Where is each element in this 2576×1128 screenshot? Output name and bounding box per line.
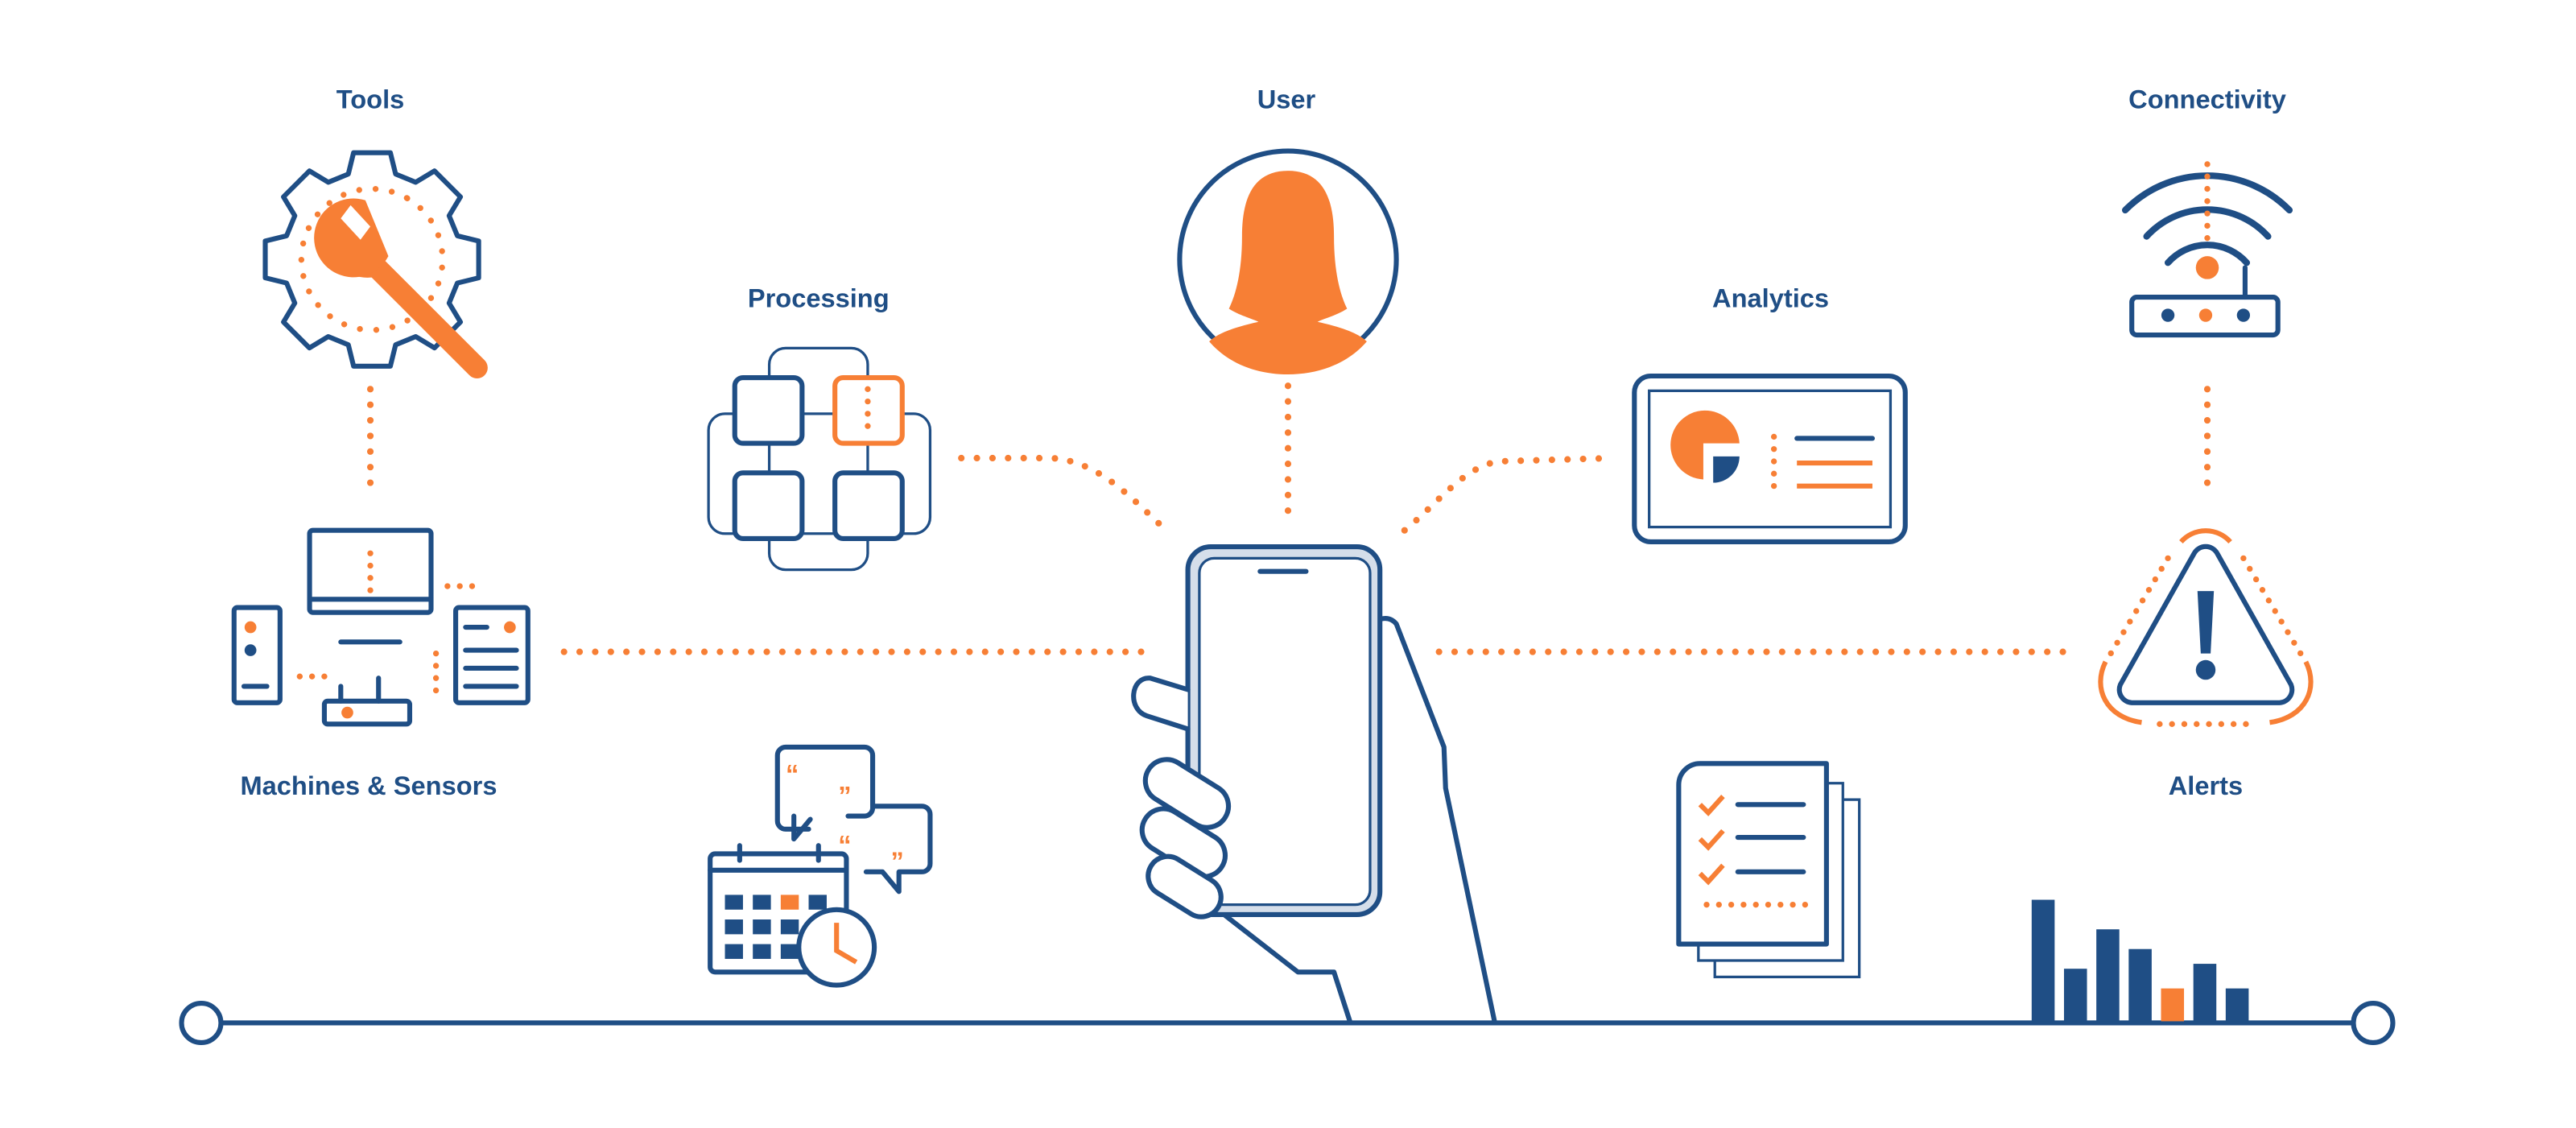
bar	[2063, 969, 2087, 1022]
timeline-end-node	[2351, 1000, 2396, 1046]
analytics-dashboard-icon	[1632, 373, 1908, 545]
label-connectivity: Connectivity	[2128, 85, 2286, 114]
warning-triangle-icon	[2098, 528, 2314, 728]
bar	[2128, 948, 2152, 1022]
label-alerts: Alerts	[2169, 771, 2243, 800]
processing-grid-icon	[707, 346, 932, 572]
machines-sensors-icon	[231, 527, 530, 727]
timeline-start-node	[179, 1000, 224, 1046]
bar	[2193, 964, 2217, 1022]
bar-chart-icon	[2031, 899, 2249, 1022]
bar	[2161, 988, 2185, 1022]
gear-wrench-icon	[262, 150, 488, 379]
wifi-router-icon	[2121, 161, 2293, 338]
user-avatar-icon	[1177, 148, 1399, 374]
label-machines-sensors: Machines & Sensors	[241, 771, 497, 800]
svg-text:”: ”	[838, 780, 851, 810]
connector-phone-analytics	[1401, 454, 1616, 534]
calendar-chat-icon: “ ” “ ”	[708, 744, 933, 988]
bar	[2096, 929, 2120, 1022]
checklist-documents-icon	[1676, 761, 1861, 979]
label-processing: Processing	[748, 283, 890, 312]
connector-processing-phone	[958, 454, 1174, 537]
svg-text:“: “	[786, 759, 799, 789]
bar	[2225, 988, 2249, 1022]
label-analytics: Analytics	[1712, 283, 1829, 312]
label-user: User	[1257, 85, 1316, 114]
bar	[2031, 899, 2055, 1022]
svg-text:”: ”	[890, 846, 903, 876]
phone-in-hand-icon	[1131, 544, 1498, 1026]
label-tools: Tools	[336, 85, 405, 114]
